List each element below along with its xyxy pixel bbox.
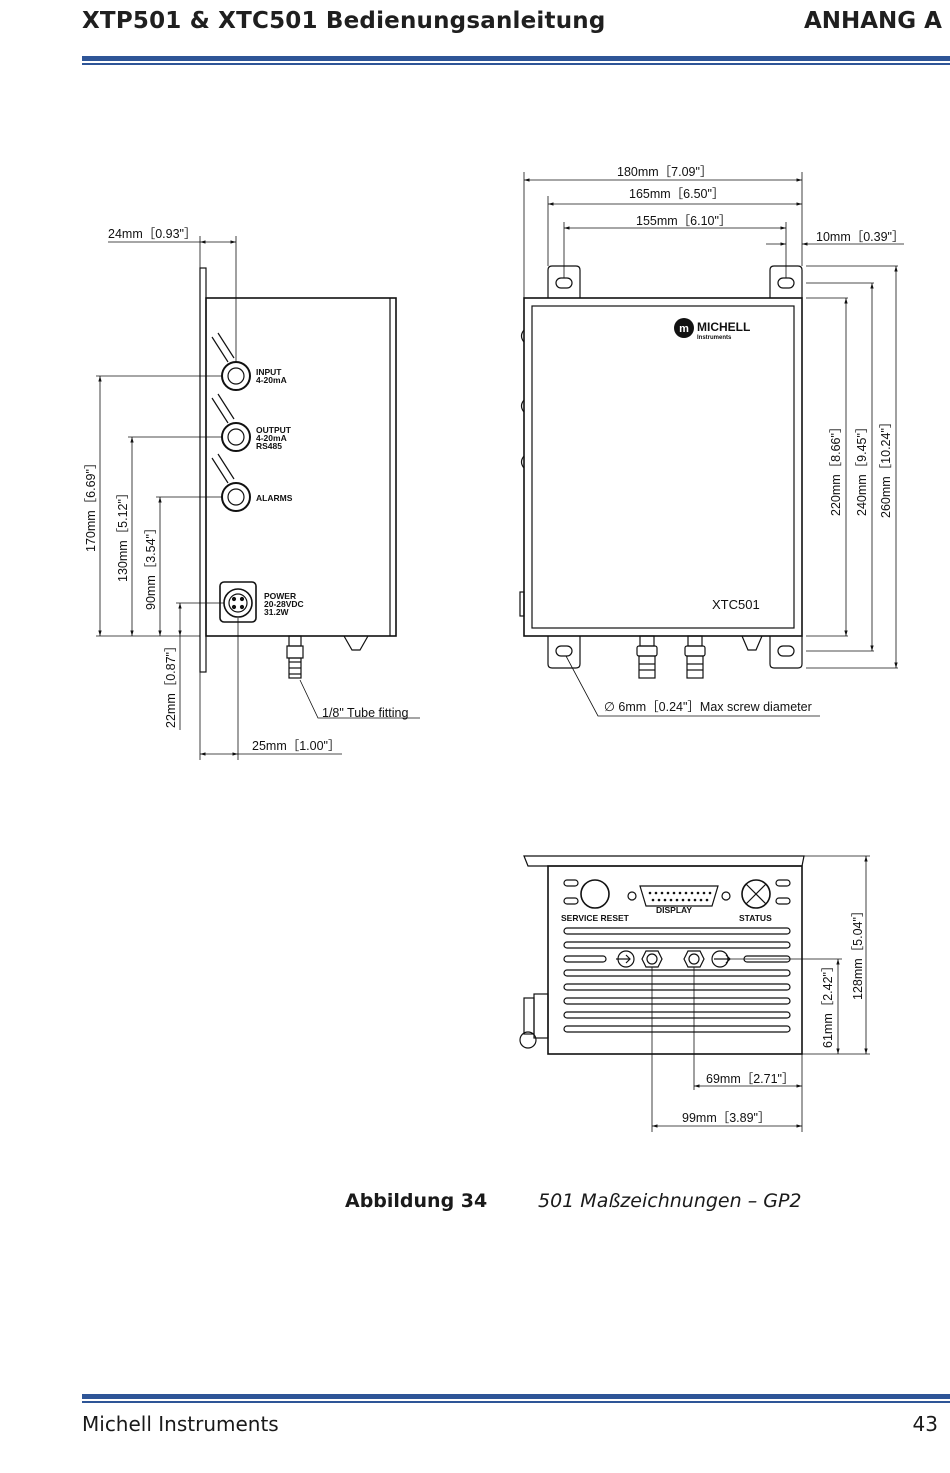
brand-subtitle: Instruments	[697, 335, 732, 341]
service-reset-button	[580, 879, 610, 909]
alarms-label: ALARMS	[256, 493, 293, 503]
bottom-dimension-texts: 61mm［2.42"］ 128mm［5.04"］ 69mm［2.71"］ 99m…	[682, 905, 865, 1125]
dim-260mm: 260mm［10.24"］	[879, 416, 893, 518]
side-view	[199, 267, 397, 679]
model-label: XTC501	[712, 597, 760, 612]
dim-22mm: 22mm［0.87"］	[164, 640, 178, 729]
footer-rule-thin	[82, 1401, 950, 1403]
output-connector	[211, 393, 251, 452]
footer-rule-thick	[82, 1394, 950, 1399]
input-label-2: 4-20mA	[256, 375, 287, 385]
power-label-3: 31.2W	[264, 607, 290, 617]
bottom-dimensions	[651, 855, 870, 1132]
power-label-2: 20-28VDC	[264, 599, 304, 609]
dim-69mm: 69mm［2.71"］	[706, 1072, 795, 1086]
bottom-enclosure	[547, 865, 803, 1055]
mounting-plate	[199, 267, 207, 673]
front-dimension-texts: 180mm［7.09"］ 165mm［6.50"］ 155mm［6.10"］ 1…	[604, 165, 905, 714]
dim-99mm: 99mm［3.89"］	[682, 1111, 771, 1125]
input-label: INPUT	[256, 367, 282, 377]
dim-25mm: 25mm［1.00"］	[252, 739, 341, 753]
dim-90mm: 90mm［3.54"］	[144, 522, 158, 611]
output-label: OUTPUT	[256, 425, 292, 435]
michell-logo-icon	[674, 318, 694, 338]
michell-logo: m MICHELL Instruments	[674, 318, 750, 341]
dim-128mm: 128mm［5.04"］	[851, 905, 865, 1000]
alarms-connector	[211, 453, 251, 512]
figure-caption: 501 Maßzeichnungen – GP2	[538, 1190, 802, 1212]
dim-130mm: 130mm［5.12"］	[116, 487, 130, 582]
service-reset-label: SERVICE RESET	[561, 913, 630, 923]
bottom-view	[519, 855, 805, 1055]
display-label: DISPLAY	[656, 905, 692, 915]
header-rule-thin	[82, 63, 950, 65]
input-connector	[211, 332, 251, 391]
page-number: 43	[912, 1412, 938, 1436]
power-connector	[219, 581, 257, 623]
tube-fitting	[286, 635, 304, 679]
side-dimension-texts: 24mm［0.93"］ 170mm［6.69"］ 130mm［5.12"］ 90…	[84, 227, 408, 753]
output-label-2: 4-20mA	[256, 433, 287, 443]
svg-text:m: m	[679, 323, 689, 335]
front-dimensions	[523, 172, 904, 717]
dim-240mm: 240mm［9.45"］	[855, 421, 869, 516]
document-title: XTP501 & XTC501 Bedienungsanleitung	[82, 8, 606, 34]
screw-diameter-label: ∅ 6mm［0.24"］Max screw diameter	[604, 700, 812, 714]
bottom-labels: SERVICE RESET DISPLAY STATUS	[561, 905, 772, 923]
dim-10mm: 10mm［0.39"］	[816, 230, 905, 244]
status-label: STATUS	[739, 913, 772, 923]
front-enclosure	[523, 297, 803, 637]
display-connector	[639, 885, 719, 907]
footer-company: Michell Instruments	[82, 1412, 279, 1436]
side-labels: INPUT 4-20mA OUTPUT 4-20mA RS485 ALARMS …	[256, 367, 304, 617]
front-glands	[636, 635, 763, 679]
dim-220mm: 220mm［8.66"］	[829, 421, 843, 516]
front-view	[519, 265, 803, 679]
dim-61mm: 61mm［2.42"］	[821, 960, 835, 1049]
brand-name: MICHELL	[697, 320, 750, 334]
status-indicator	[741, 879, 771, 909]
output-label-3: RS485	[256, 441, 282, 451]
dim-165mm: 165mm［6.50"］	[629, 187, 724, 201]
side-enclosure	[205, 297, 397, 637]
side-dimensions	[96, 236, 420, 760]
figure-label: Abbildung 34	[345, 1190, 488, 1212]
header-rule-thick	[82, 56, 950, 61]
dim-24mm: 24mm［0.93"］	[108, 227, 197, 241]
dim-155mm: 155mm［6.10"］	[636, 214, 731, 228]
section-label: ANHANG A	[803, 8, 942, 34]
dim-170mm: 170mm［6.69"］	[84, 457, 98, 552]
power-label: POWER	[264, 591, 296, 601]
dim-180mm: 180mm［7.09"］	[617, 165, 712, 179]
tube-fitting-label: 1/8" Tube fitting	[322, 706, 408, 720]
